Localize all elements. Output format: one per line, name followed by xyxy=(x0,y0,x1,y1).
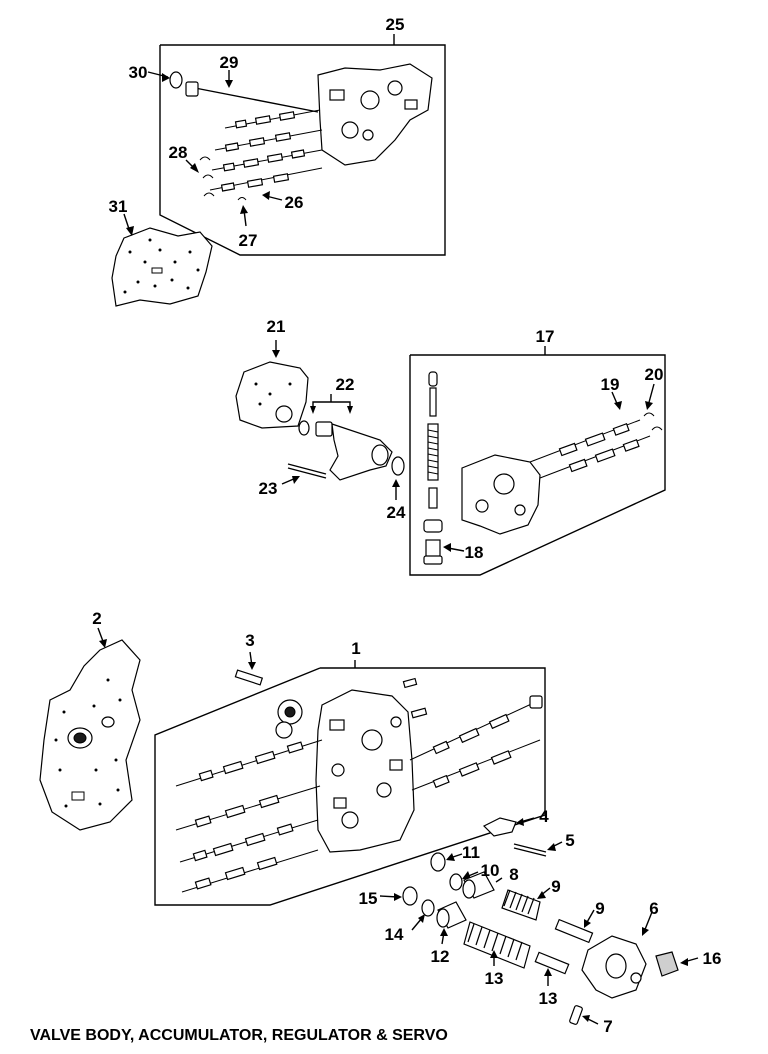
accumulator-parts xyxy=(379,852,699,1025)
valve-row xyxy=(179,819,319,863)
callout-23: 23 xyxy=(259,479,278,498)
dowel-pin-3 xyxy=(234,651,264,686)
gasket-31 xyxy=(111,213,213,307)
accumulator-assembly xyxy=(409,346,666,576)
upper-valve-assembly xyxy=(147,34,446,256)
callout-4: 4 xyxy=(539,807,549,826)
o-ring xyxy=(169,71,183,89)
valve-row xyxy=(209,167,323,192)
callout-22: 22 xyxy=(336,375,355,394)
callout-26: 26 xyxy=(285,193,304,212)
pin-head xyxy=(185,81,199,97)
callout-7: 7 xyxy=(603,1017,612,1036)
callout-12: 12 xyxy=(431,947,450,966)
retainer-clip xyxy=(203,192,215,197)
retainer-clip xyxy=(199,156,211,161)
callout-14: 14 xyxy=(385,925,404,944)
valve-row xyxy=(175,739,323,787)
callout-9-lower: 9 xyxy=(595,899,604,918)
callout-17: 17 xyxy=(536,327,555,346)
servo-pin xyxy=(287,463,327,475)
valve-row xyxy=(214,129,323,152)
callout-24: 24 xyxy=(387,503,406,522)
spacer-plate xyxy=(235,361,309,429)
callout-19: 19 xyxy=(601,375,620,394)
servo-body xyxy=(329,423,393,481)
gasket-2 xyxy=(39,627,141,831)
callout-20: 20 xyxy=(645,365,664,384)
callout-29: 29 xyxy=(220,53,239,72)
callout-18: 18 xyxy=(465,543,484,562)
valve-row xyxy=(409,695,543,761)
callout-21: 21 xyxy=(267,317,286,336)
valve-row xyxy=(211,149,323,172)
accumulator-spring xyxy=(463,921,531,969)
cap xyxy=(655,951,679,977)
callout-10: 10 xyxy=(481,861,500,880)
callout-13-left: 13 xyxy=(485,969,504,988)
callout-30: 30 xyxy=(129,63,148,82)
main-valve-body xyxy=(154,660,563,906)
retainer-clip xyxy=(237,197,247,201)
callout-8: 8 xyxy=(509,865,518,884)
retainer-clip xyxy=(202,174,214,179)
valve-row xyxy=(411,739,541,791)
callout-3: 3 xyxy=(245,631,254,650)
callout-27: 27 xyxy=(239,231,258,250)
callout-11: 11 xyxy=(462,843,480,862)
callout-31: 31 xyxy=(109,197,128,216)
accumulator-spring xyxy=(501,889,541,921)
valve-row xyxy=(181,849,319,893)
callout-9-upper: 9 xyxy=(551,877,560,896)
valve-row xyxy=(224,109,321,129)
callout-28: 28 xyxy=(169,143,188,162)
regulator-group xyxy=(235,340,405,500)
diagram-caption: VALVE BODY, ACCUMULATOR, REGULATOR & SER… xyxy=(30,1027,448,1044)
callout-16: 16 xyxy=(703,949,722,968)
callout-5: 5 xyxy=(565,831,574,850)
callout-2: 2 xyxy=(92,609,101,628)
long-pin xyxy=(194,87,319,113)
callout-6: 6 xyxy=(649,899,658,918)
callout-1: 1 xyxy=(351,639,360,658)
callout-15: 15 xyxy=(359,889,378,908)
callout-25: 25 xyxy=(386,15,405,34)
spring xyxy=(427,423,439,481)
valve-row xyxy=(175,785,321,831)
callout-13-right: 13 xyxy=(539,989,558,1008)
